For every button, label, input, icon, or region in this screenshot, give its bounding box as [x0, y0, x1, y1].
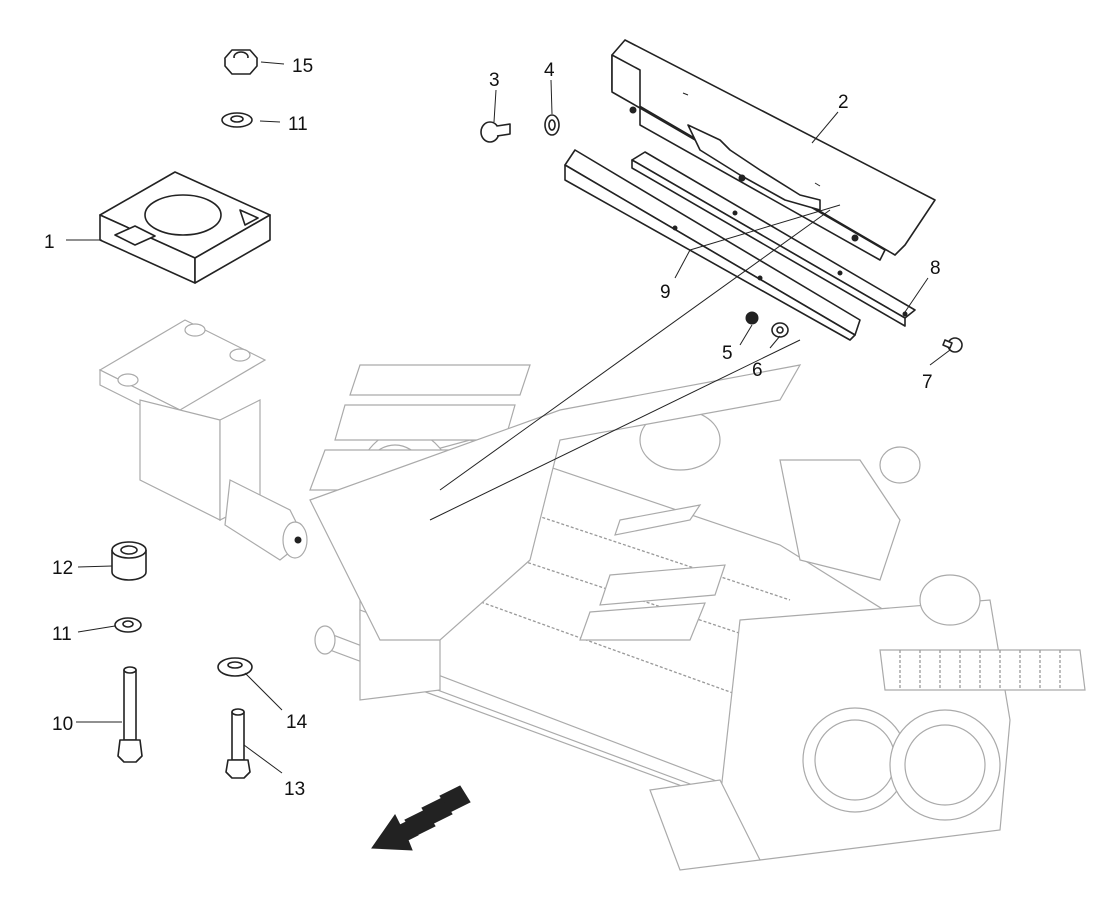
leader-11b: [77, 625, 116, 633]
callout-11-lower: 11: [52, 624, 72, 645]
callout-15: 15: [292, 56, 313, 77]
nylon-lock-nut: [224, 49, 258, 75]
mounting-bracket: [98, 319, 308, 561]
callout-9: 9: [660, 282, 671, 303]
leader-15: [260, 61, 285, 65]
leader-8: [904, 277, 929, 313]
callout-labels: 1 2 3 4 5 6 7 8 9 10 11 11 12 13 14 15: [44, 56, 941, 800]
callout-5: 5: [722, 343, 733, 364]
hex-bolt-long: [117, 666, 143, 763]
leader-3: [493, 89, 497, 123]
leader-9a: [674, 249, 691, 279]
leader-13: [243, 744, 283, 774]
leader-6: [769, 335, 781, 349]
leader-9b: [689, 204, 841, 251]
callout-12: 12: [52, 558, 73, 579]
direction-arrow: [371, 785, 471, 851]
callout-8: 8: [930, 258, 941, 279]
leader-6-long: [429, 339, 801, 521]
callout-14: 14: [286, 712, 308, 733]
callout-7: 7: [922, 372, 933, 393]
callout-6: 6: [752, 360, 763, 381]
carriage-bolt: [480, 121, 511, 143]
callout-1: 1: [44, 232, 55, 253]
hex-bolt-short: [225, 708, 251, 779]
screw: [942, 337, 963, 353]
retainer-strip: [631, 151, 916, 327]
leader-7: [929, 349, 951, 366]
leader-4: [550, 79, 553, 115]
large-washer: [217, 657, 253, 677]
washer: [771, 322, 789, 338]
callout-4: 4: [544, 60, 555, 81]
callout-2: 2: [838, 92, 849, 113]
watermark-logo: [309, 364, 802, 641]
leader-11a: [259, 120, 281, 123]
flat-washer-upper: [221, 112, 253, 128]
callout-11-upper: 11: [288, 114, 308, 135]
flat-washer: [544, 114, 560, 136]
leader-lines: [66, 61, 951, 774]
wear-strip: [564, 149, 861, 341]
leader-2: [811, 111, 839, 144]
bushing: [111, 541, 147, 581]
lock-nut: [745, 311, 759, 325]
callout-3: 3: [489, 70, 500, 91]
leader-9-long: [439, 209, 831, 491]
flat-washer-lower: [114, 617, 142, 633]
callout-10: 10: [52, 714, 73, 735]
leader-5: [739, 324, 753, 346]
leader-12: [77, 565, 113, 568]
leader-14: [244, 672, 283, 711]
callout-13: 13: [284, 779, 305, 800]
cover-plate: [611, 39, 936, 261]
spacer-block: [99, 171, 271, 284]
